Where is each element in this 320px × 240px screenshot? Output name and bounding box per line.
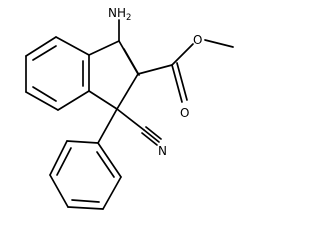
five-ring-bonds [88,40,140,110]
nitrile-nitrogen-label: N [158,144,167,158]
nitrile-bonds [116,108,162,146]
ester-oxygen-label: O [193,33,202,47]
amino-label: NH2 [108,6,131,23]
carbonyl-oxygen-label: O [180,106,189,120]
benzo-ring-bonds [25,36,90,111]
chemical-structure-diagram: NH2 O O N [25,6,234,210]
phenyl-bonds [49,108,122,210]
ester-bonds [137,39,234,103]
